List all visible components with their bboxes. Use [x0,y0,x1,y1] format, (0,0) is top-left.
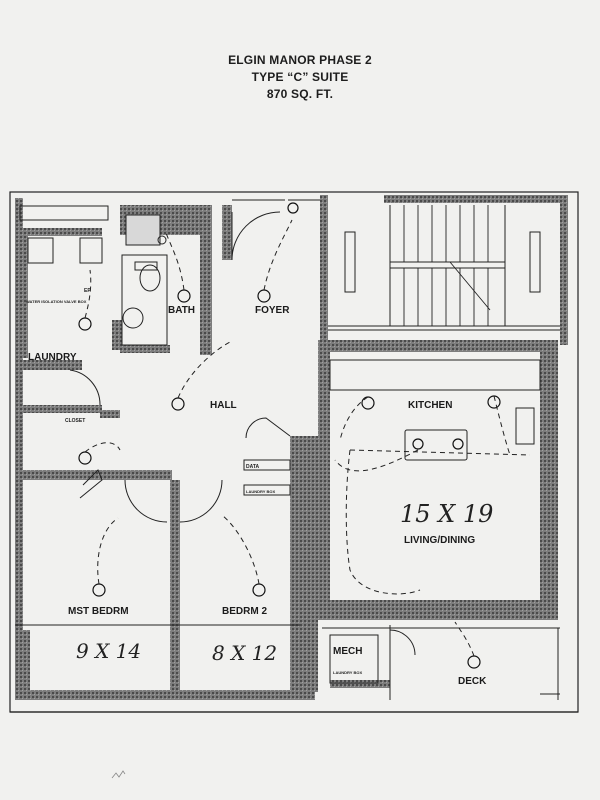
door-swings [69,211,416,656]
mech-box-label: LAUNDRY BOX [333,670,362,675]
project-title: ELGIN MANOR PHASE 2 [228,53,372,67]
wall-hatching [15,195,568,700]
suite-area: 870 SQ. FT. [266,87,334,101]
room-label-bedroom-2: BEDRM 2 [222,606,267,617]
dimension-bedroom-2: 8 X 12 [212,641,277,665]
room-label-laundry: LAUNDRY [28,352,77,363]
dimension-living: 15 X 19 [400,500,493,528]
outer-walls [9,191,579,713]
room-label-living-dining: LIVING/DINING [404,535,475,546]
room-label-mech: MECH [333,646,362,657]
stair-treads [403,205,491,326]
plan-header: ELGIN MANOR PHASE 2 TYPE “C” SUITE 870 S… [0,52,600,103]
isolation-valve-label: WATER ISOLATION VALVE BOX [26,299,87,304]
light-fixtures [78,202,501,669]
room-label-foyer: FOYER [255,305,290,316]
scribble-mark [111,770,126,779]
closet-label: CLOSET [65,418,85,424]
room-label-master-bedroom: MST BEDRM [68,606,129,617]
room-label-hall: HALL [210,400,237,411]
switch-legs [84,219,531,657]
room-label-kitchen: KITCHEN [408,400,452,411]
data-box-label: DATA [246,464,260,470]
bathroom-fixtures [122,214,167,329]
ep-label: EP [84,288,91,294]
room-label-bath: BATH [168,305,195,316]
room-label-deck: DECK [458,676,487,687]
laundry-box-label: LAUNDRY BOX [246,489,275,494]
dimension-master: 9 X 14 [76,639,141,663]
interior-lines [15,199,560,700]
suite-type: TYPE “C” SUITE [251,70,349,84]
